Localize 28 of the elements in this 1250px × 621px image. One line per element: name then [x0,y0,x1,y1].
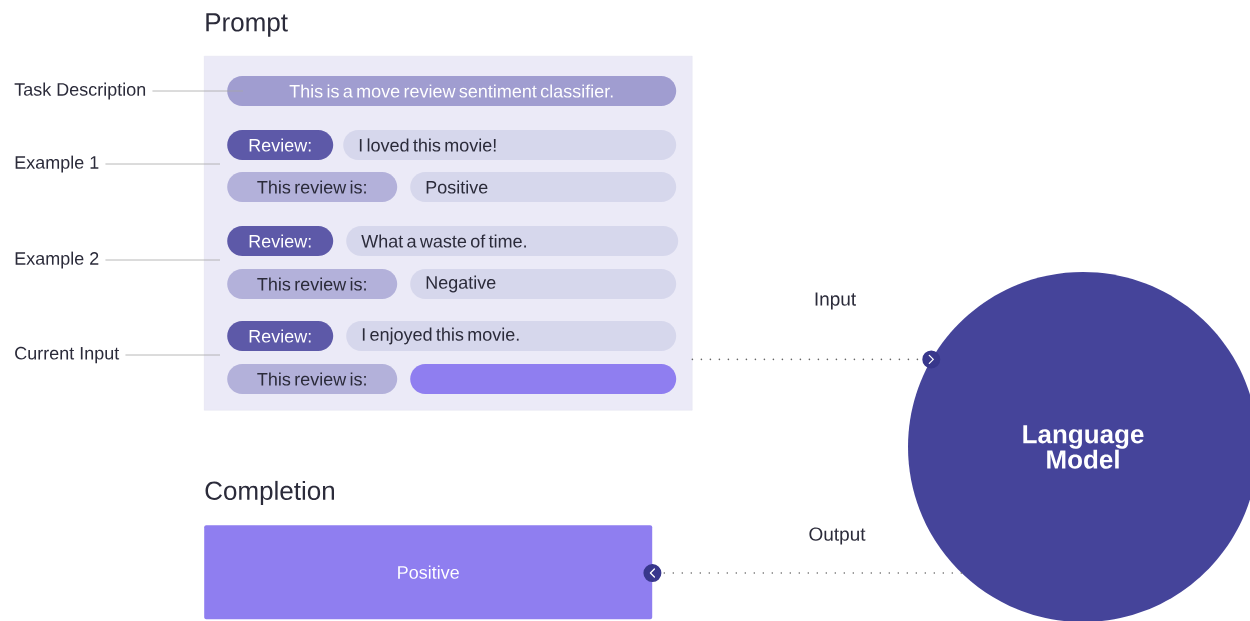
prompt-pill: Review: [227,226,334,256]
prompt-pill: I enjoyed this movie. [346,321,677,351]
dotted-arrow [643,564,963,583]
prompt-pill: I loved this movie! [343,130,677,160]
prompt-pill: This is a move review sentiment classifier. [227,76,677,106]
prompt-pill: Review: [227,321,334,351]
prompt-pill: What a waste of time. [346,226,679,256]
prompt-pill: This review is: [227,269,398,299]
prompt-pill: This review is: [227,364,398,394]
leader-line [152,90,244,92]
prompt-pill: Negative [410,269,677,299]
blank-bar [410,364,677,394]
side-label: Example 1 [15,155,99,173]
edge-label: Input [811,290,859,312]
heading: Prompt [206,13,288,37]
leader-line [105,259,221,261]
prompt-pill: This review is: [227,172,398,202]
side-label: Task Description [14,82,146,100]
side-label: Example 2 [15,251,99,269]
leader-line [125,354,221,356]
heading: Completion [205,480,334,506]
prompt-pill: Review: [227,130,334,160]
prompt-pill: Positive [410,172,677,202]
completion-box: Positive [204,525,653,620]
dotted-arrow [691,350,941,369]
edge-label: Output [806,525,868,547]
leader-line [105,163,221,165]
side-label: Current Input [15,346,120,364]
